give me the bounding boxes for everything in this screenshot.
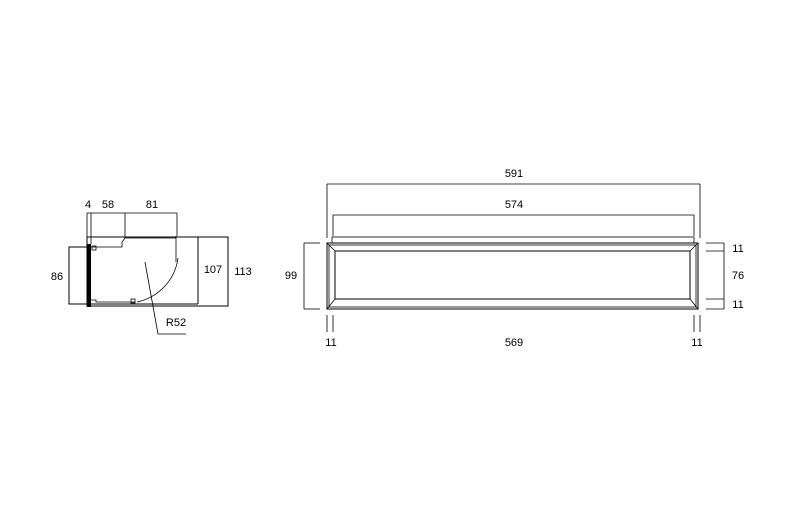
dim-overall-width: 591	[505, 168, 523, 180]
front-view-top-strip	[331, 236, 695, 244]
side-view-swing-arc	[136, 257, 179, 303]
front-view-frame-inner-edge	[328, 244, 697, 308]
dim-outer-height: 113	[234, 266, 252, 278]
side-view-hinge-bottom	[130, 298, 136, 304]
front-view-outer-frame	[326, 242, 699, 310]
side-view-inner-bottom-profile	[91, 299, 135, 303]
side-view: 4 58 81 86 107 113 R52	[51, 199, 252, 335]
dim-inner-width: 574	[505, 199, 523, 211]
dim-radius: R52	[166, 317, 186, 329]
dim-top-c: 81	[146, 199, 158, 211]
radius-leader	[144, 261, 159, 335]
bevel-line	[689, 242, 699, 252]
side-view-left-block	[68, 246, 88, 305]
dim-right-top: 11	[732, 243, 743, 255]
bevel-line	[326, 242, 336, 252]
side-view-hinge-top	[91, 245, 97, 251]
dim-inner-height: 107	[204, 264, 222, 276]
dim-bottom-mid: 569	[505, 337, 523, 349]
front-view-inner-panel	[334, 250, 691, 300]
dim-left-height: 99	[285, 270, 297, 282]
dim-right-mid: 76	[732, 270, 744, 282]
dim-left-height: 86	[51, 271, 63, 283]
dim-top-b: 58	[102, 199, 114, 211]
front-view: 591 574 99 11 76 11 11 569 11	[285, 168, 744, 349]
dim-top-a: 4	[85, 199, 91, 211]
bevel-line	[326, 298, 336, 310]
bevel-line	[689, 298, 699, 310]
side-view-inner-top-profile	[91, 237, 176, 248]
side-view-front-plate	[87, 244, 91, 307]
dim-right-bottom: 11	[732, 299, 743, 311]
dim-bottom-left: 11	[325, 337, 336, 349]
dim-bottom-right: 11	[691, 337, 702, 349]
